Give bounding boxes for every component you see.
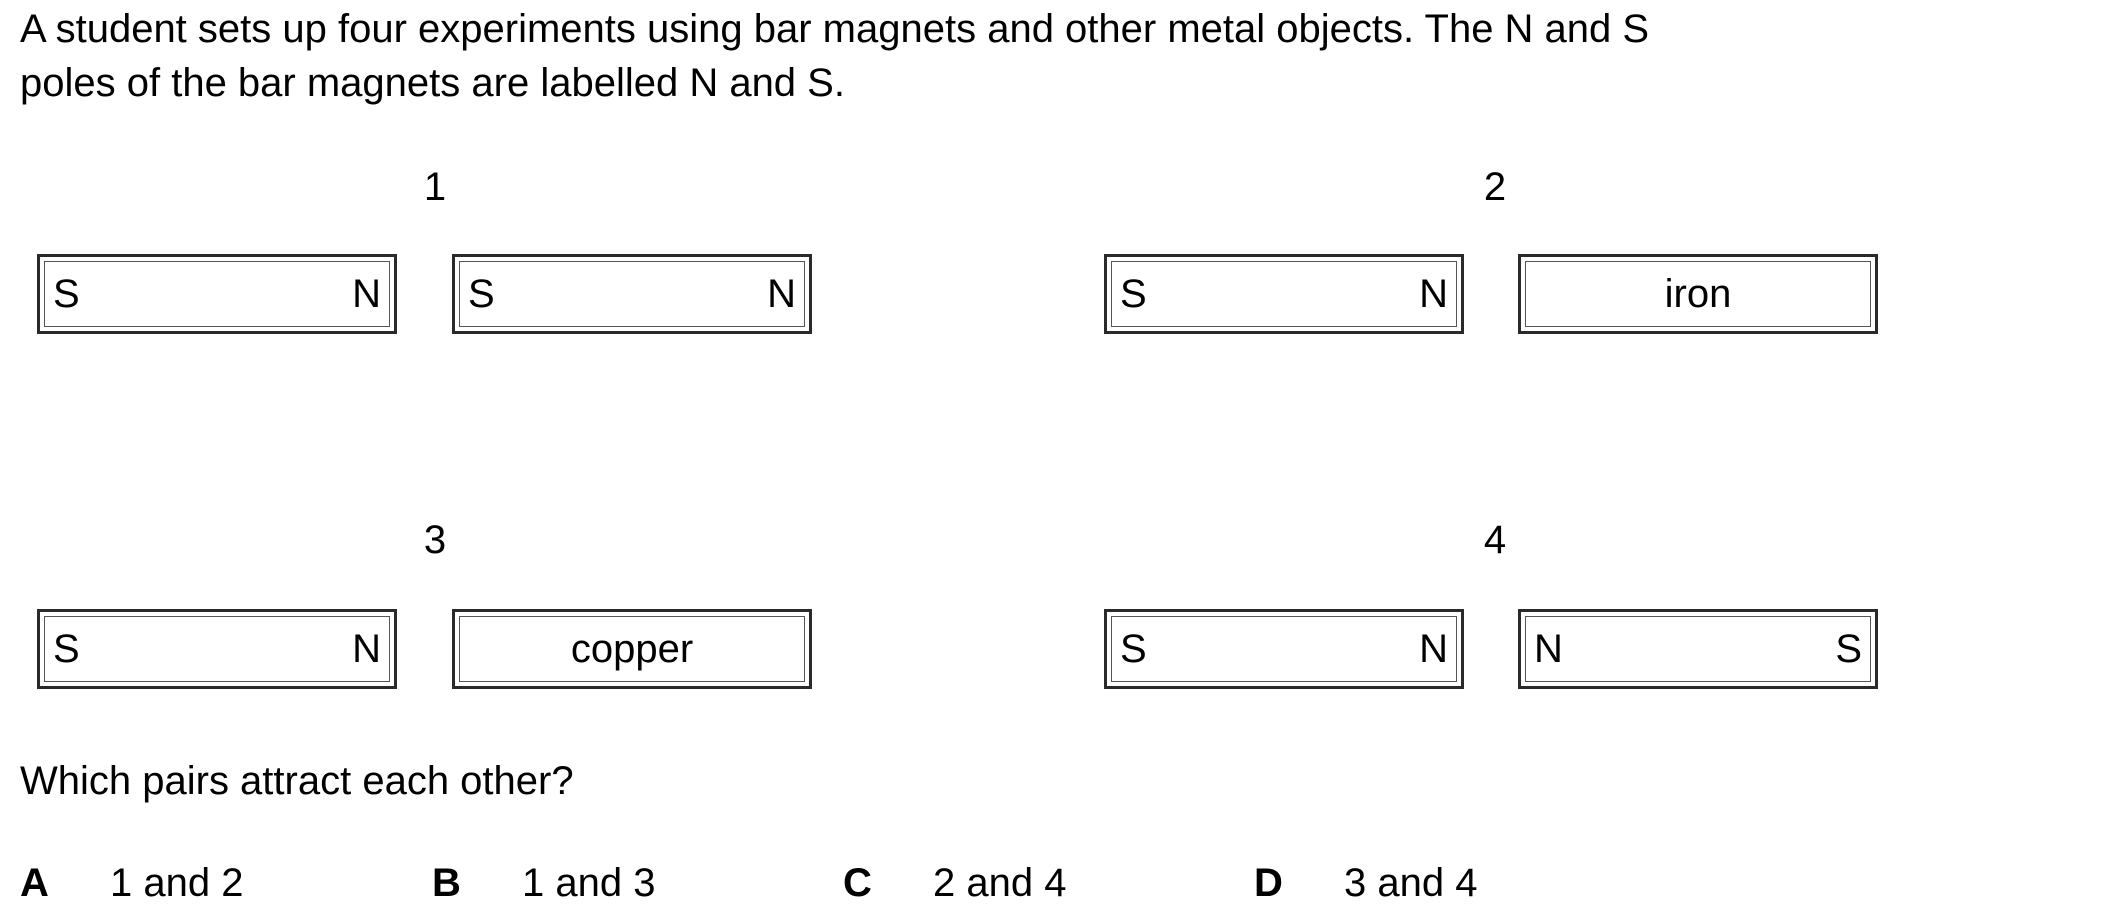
intro-text-line-1: A student sets up four experiments using…	[20, 7, 1650, 51]
pole-label: N	[1534, 627, 1563, 671]
experiment-number: 3	[423, 518, 447, 562]
pole-label: S	[1120, 627, 1147, 671]
option-text: 1 and 3	[522, 861, 656, 905]
pole-label: S	[1120, 272, 1147, 316]
experiment-number: 2	[1483, 165, 1507, 209]
pole-label: N	[352, 627, 381, 671]
question-prompt: Which pairs attract each other?	[20, 759, 574, 803]
option-text: 1 and 2	[110, 861, 244, 905]
iron-bar: iron	[1518, 254, 1878, 334]
option-letter: C	[843, 861, 872, 905]
bar-magnet: N S	[1518, 609, 1878, 689]
pole-label: S	[468, 272, 495, 316]
material-label: iron	[1664, 272, 1732, 316]
option-text: 3 and 4	[1344, 861, 1478, 905]
option-letter: A	[20, 861, 49, 905]
option-letter: D	[1254, 861, 1283, 905]
pole-label: N	[1419, 272, 1448, 316]
bar-magnet: S N	[452, 254, 812, 334]
material-label: copper	[570, 627, 694, 671]
intro-text-line-2: poles of the bar magnets are labelled N …	[20, 61, 845, 105]
bar-magnet: S N	[1104, 609, 1464, 689]
bar-magnet: S N	[37, 254, 397, 334]
option-text: 2 and 4	[933, 861, 1067, 905]
experiment-number: 1	[423, 165, 447, 209]
pole-label: S	[53, 272, 80, 316]
copper-bar: copper	[452, 609, 812, 689]
bar-magnet: S N	[1104, 254, 1464, 334]
experiment-number: 4	[1483, 518, 1507, 562]
pole-label: N	[352, 272, 381, 316]
option-letter: B	[432, 861, 461, 905]
pole-label: N	[767, 272, 796, 316]
pole-label: S	[53, 627, 80, 671]
pole-label: S	[1835, 627, 1862, 671]
pole-label: N	[1419, 627, 1448, 671]
bar-magnet: S N	[37, 609, 397, 689]
